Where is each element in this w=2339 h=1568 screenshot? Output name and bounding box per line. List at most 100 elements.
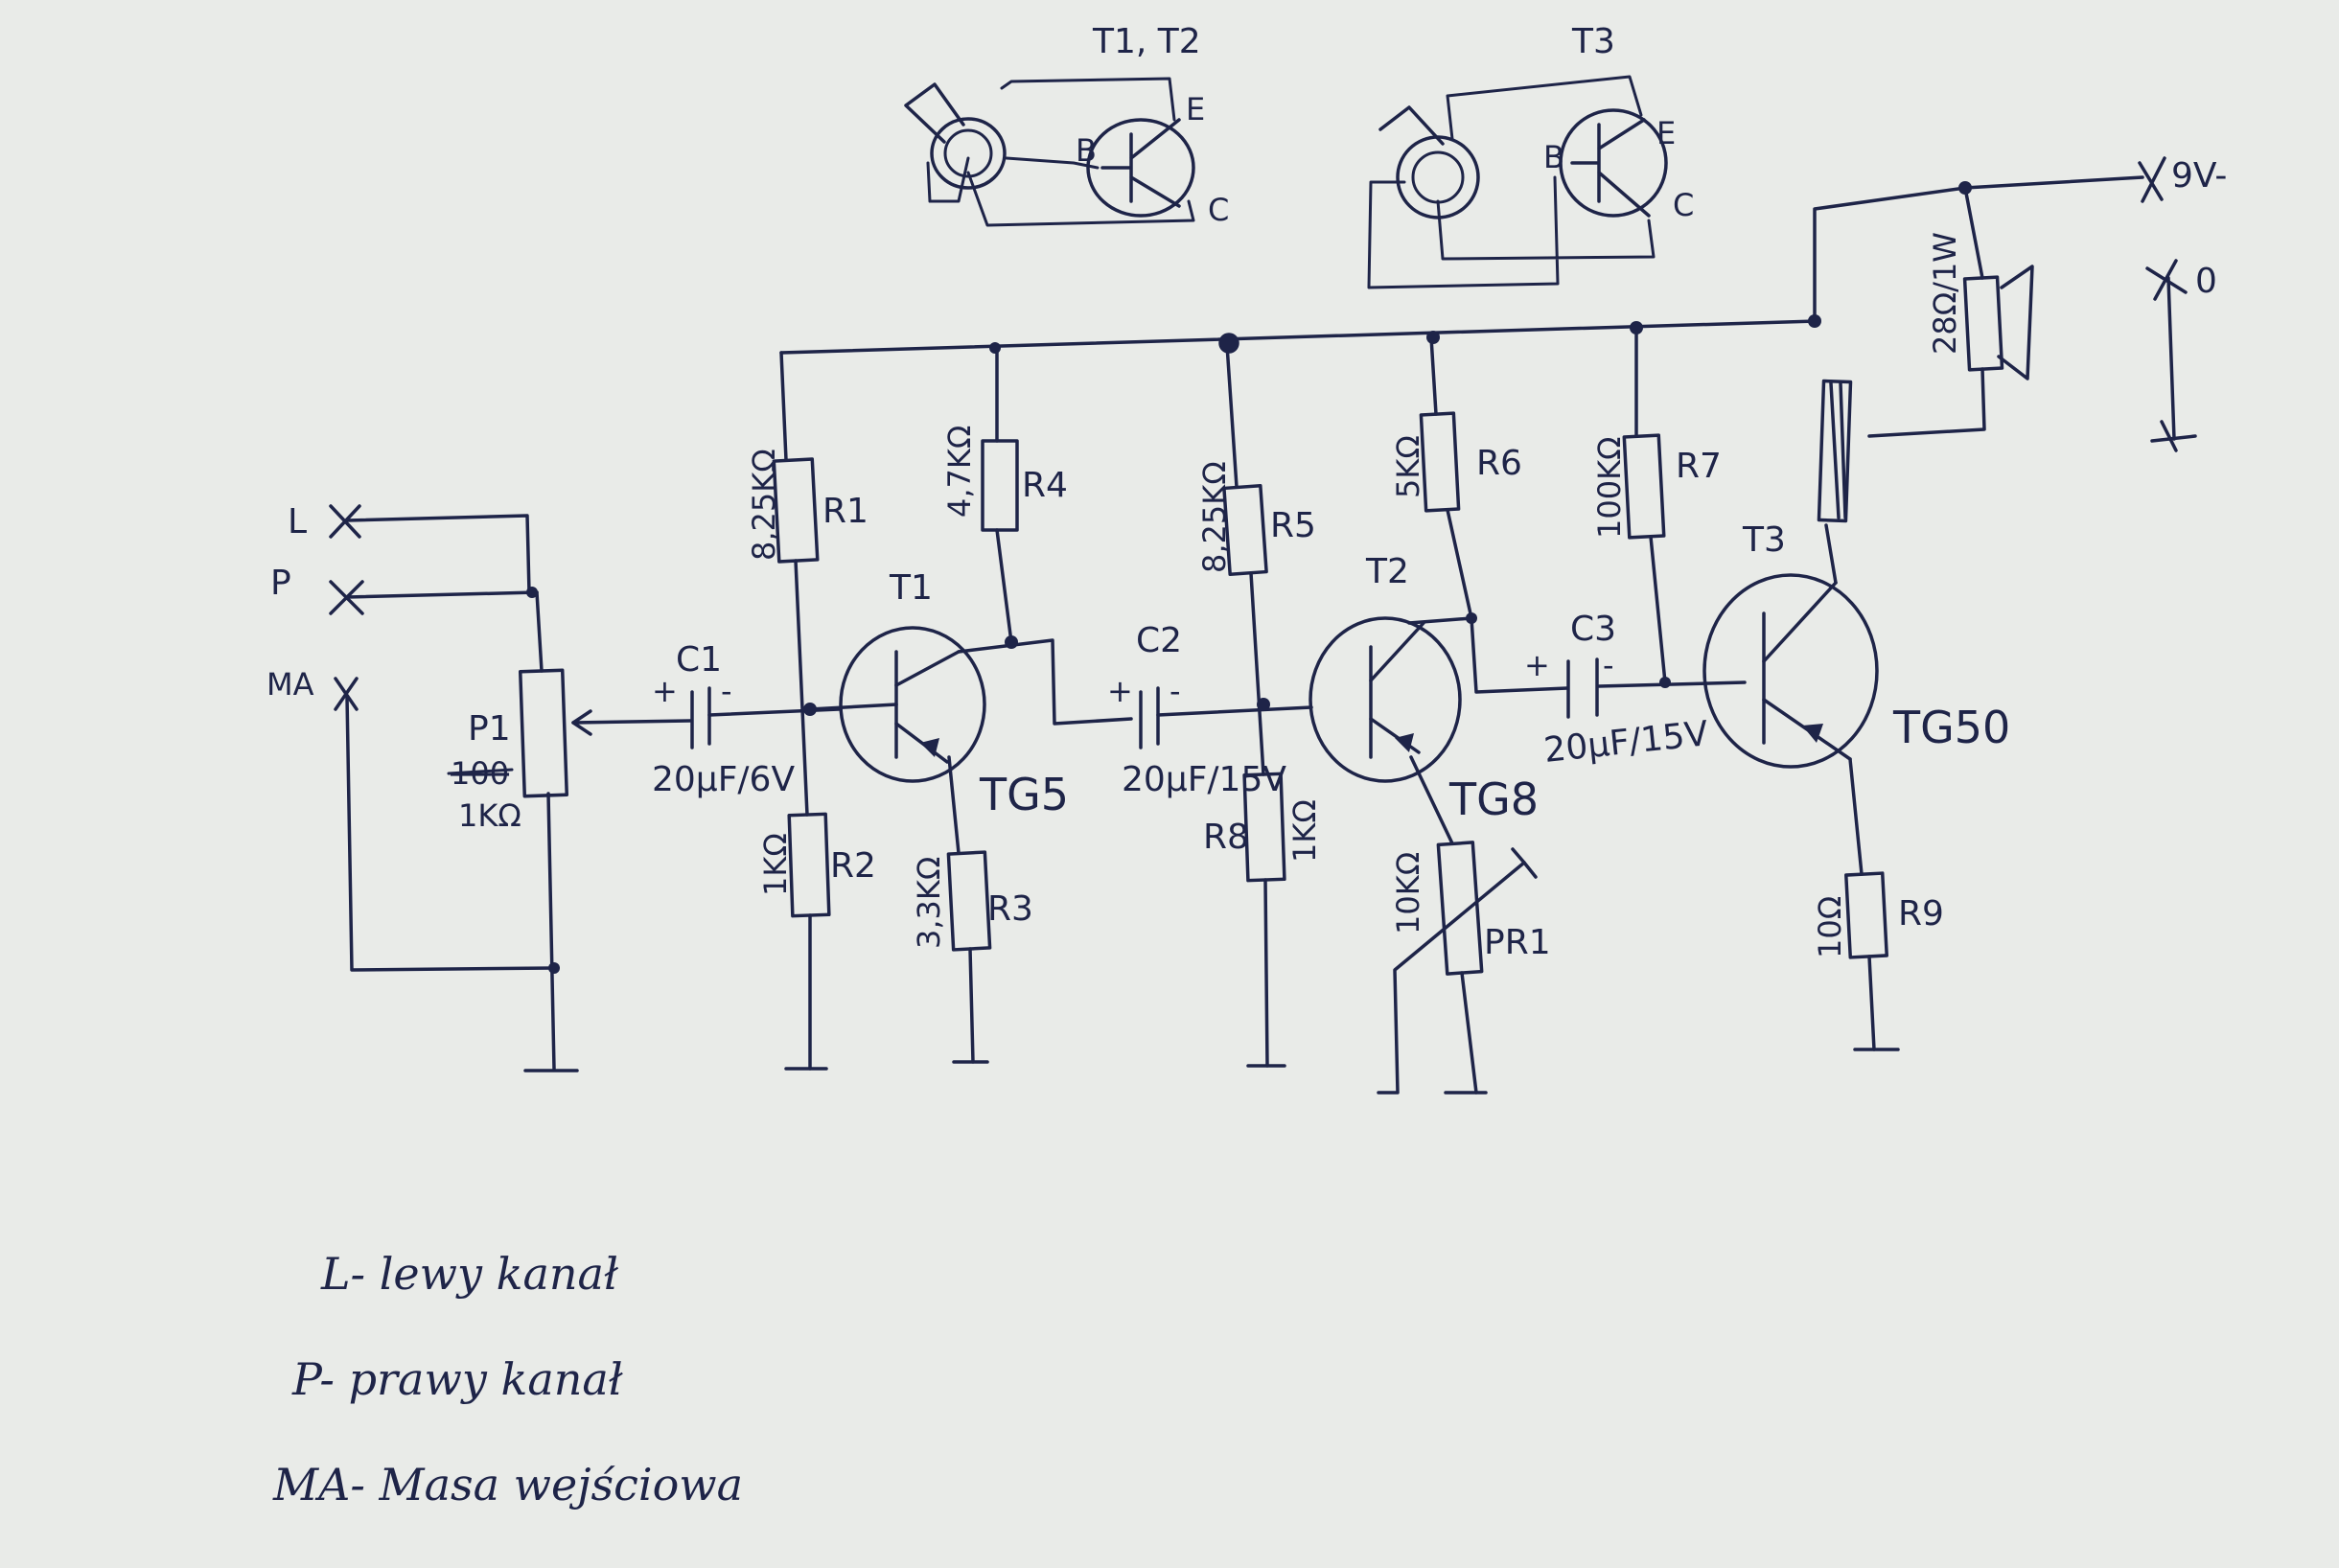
resistor-body <box>946 850 992 952</box>
transistor-emitter-arrow <box>920 738 939 757</box>
wire-pot-bottom <box>546 792 556 1071</box>
resistor-r9-name: R9 <box>1898 894 1944 934</box>
trimmer-name: PR1 <box>1484 923 1551 962</box>
capacitor-c2-value: 20μF/15V <box>1122 760 1286 799</box>
junction-dot <box>1630 321 1643 334</box>
wire-switch <box>2166 276 2176 441</box>
resistor-body <box>1222 484 1268 576</box>
junction-dot <box>1426 331 1440 344</box>
capacitor-minus: - <box>1170 673 1181 709</box>
transistor-t3: T3 TG50 <box>1702 520 2010 769</box>
transistor-t3-type: TG50 <box>1892 702 2010 753</box>
transistor-emitter-leg <box>1369 717 1421 754</box>
wire-wiper <box>571 719 692 725</box>
capacitor-minus: - <box>721 673 732 709</box>
wire-r8-gnd <box>1263 878 1269 1068</box>
resistor-r2-value: 1KΩ <box>757 833 794 896</box>
capacitor-plus: + <box>1524 647 1550 683</box>
wire-r3-gnd <box>968 947 975 1064</box>
wire-t1-collector <box>957 638 1133 726</box>
pinout-emitter: E <box>1656 115 1676 151</box>
terminal-x-ground <box>334 677 359 711</box>
switch-end-mark <box>2150 420 2197 452</box>
junction-dot <box>1257 698 1270 711</box>
capacitor-c3-value: 20μF/15V <box>1542 714 1711 771</box>
resistor-r9-value: 10Ω <box>1812 896 1848 958</box>
pinout-wires <box>926 77 1195 227</box>
capacitor-c1-name: C1 <box>676 640 722 680</box>
pinout-case-inner <box>1411 150 1465 204</box>
wire-input-left <box>345 514 531 594</box>
resistor-r6-value: 5KΩ <box>1390 435 1426 498</box>
capacitor-plate <box>1139 686 1160 749</box>
legend: L- lewy kanał P- prawy kanał MA- Masa we… <box>272 1248 743 1510</box>
wire-r5-top <box>1225 343 1239 489</box>
wire-r1-r2 <box>794 559 809 817</box>
resistor-r1-value: 8,25KΩ <box>746 449 782 561</box>
transistor-collector-leg <box>1762 581 1838 663</box>
resistor-r8: R8 1KΩ <box>1203 772 1323 883</box>
wire-r6-bottom <box>1446 508 1569 694</box>
transistor-t1: T1 TG5 <box>839 568 1069 820</box>
resistor-r2: 1KΩ R2 <box>757 812 876 918</box>
junction-dot <box>1958 181 1972 195</box>
resistor-r4-value: 4,7KΩ <box>941 426 978 518</box>
pinout-t3: T3 B E C <box>1367 22 1694 289</box>
capacitor-minus: - <box>1603 647 1614 683</box>
capacitor-plus: + <box>652 673 678 709</box>
transistor-t3-name: T3 <box>1742 520 1786 560</box>
speaker: 28Ω/1W <box>1927 232 2034 380</box>
input-terminals: L P MA <box>266 502 364 711</box>
input-ground-label: MA <box>266 666 314 703</box>
wire-t1-emitter <box>947 755 961 855</box>
wire-pr1-wiper <box>1377 861 1526 1095</box>
resistor-r5: 8,25KΩ R5 <box>1196 461 1316 576</box>
junction-dot <box>526 587 538 598</box>
wire-t1-base <box>808 703 898 711</box>
potentiometer-value: 1KΩ <box>458 797 521 834</box>
wire-speaker-bottom <box>1867 367 1986 438</box>
legend-line-left: L- lewy kanał <box>320 1248 619 1300</box>
resistor-body <box>981 439 1019 532</box>
wire-r4-bottom <box>995 528 1013 644</box>
wire-r6-top <box>1429 335 1438 416</box>
junction-dot <box>1005 635 1018 649</box>
transistor-emitter-arrow <box>1395 733 1414 752</box>
potentiometer-strikeout <box>447 768 514 775</box>
capacitor-c1-value: 20μF/6V <box>652 760 795 799</box>
pinout-wires <box>1367 75 1656 289</box>
resistor-body <box>1844 871 1888 959</box>
transistor-emitter-arrow <box>1802 724 1823 743</box>
pinout-t1-t2: T1, T2 B E C <box>904 22 1229 228</box>
pinout-collector: C <box>1208 192 1229 228</box>
resistor-r6: 5KΩ R6 <box>1390 411 1522 513</box>
resistor-r3: 3,3KΩ R3 <box>911 850 1033 952</box>
trimmer-body <box>1436 841 1484 976</box>
terminal-x-right <box>329 580 364 615</box>
junction-dot <box>548 962 560 974</box>
resistor-r2-name: R2 <box>830 846 876 886</box>
potentiometer-name: P1 <box>468 709 511 749</box>
resistor-r1: 8,25KΩ R1 <box>746 449 868 564</box>
capacitor-c1: + - C1 20μF/6V <box>652 640 795 799</box>
resistor-body <box>1622 433 1666 540</box>
wire-speaker-top <box>1963 186 1984 280</box>
pinout-t1-t2-title: T1, T2 <box>1092 22 1201 61</box>
capacitor-plate <box>690 686 711 749</box>
pinout-case-inner <box>943 128 993 178</box>
transistor-t1-type: TG5 <box>979 769 1069 820</box>
potentiometer-wiper-arrow <box>571 709 592 736</box>
pinout-base: B <box>1076 132 1097 169</box>
pinout-transistor-symbol <box>1559 108 1668 218</box>
wire-t2-collector <box>1407 616 1473 625</box>
legend-line-ground: MA- Masa wejściowa <box>272 1459 743 1510</box>
resistor-r3-value: 3,3KΩ <box>911 857 947 949</box>
capacitor-c2-name: C2 <box>1136 621 1182 660</box>
wire-t3-emitter <box>1848 757 1864 876</box>
speaker-value: 28Ω/1W <box>1927 232 1963 355</box>
wire-r1-top <box>779 351 788 462</box>
input-right-label: P <box>270 564 291 603</box>
legend-line-right: P- prawy kanał <box>291 1353 624 1405</box>
resistor-r9: 10Ω R9 <box>1812 871 1944 959</box>
trimmer-slider <box>1511 847 1538 879</box>
